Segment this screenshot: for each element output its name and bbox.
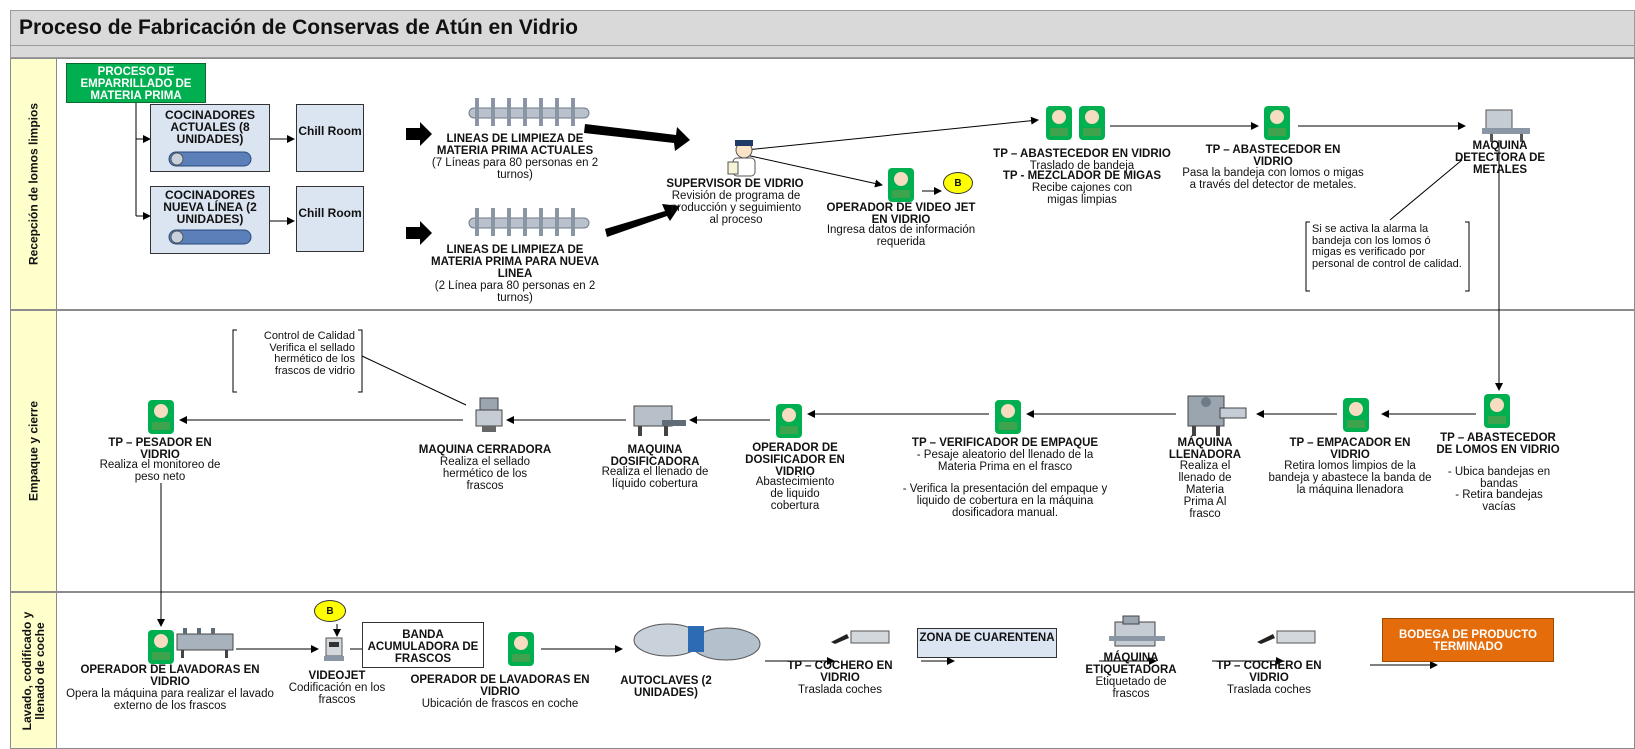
pesador-title: TP – PESADOR EN VIDRIO [108,437,212,461]
cookers-current-label: COCINADORES ACTUALES (8 UNIDADES) [164,108,255,146]
abastecedor2-title: TP – ABASTECEDOR EN VIDRIO [1205,144,1341,168]
zona-cuarentena-box: ZONA DE CUARENTENA [917,628,1057,658]
lane-label-lavado: Lavado, codificado y llenado de coche [10,592,57,749]
abastecedor1-title: TP – ABASTECEDOR EN VIDRIO [993,148,1171,160]
supervisor-desc: Revisión de programa de producción y seg… [670,190,802,226]
lane-recepcion [57,58,1635,310]
cochero1-desc: Traslada coches [798,684,882,696]
empacador-title: TP – EMPACADOR EN VIDRIO [1289,437,1411,461]
empacador-desc: Retira lomos limpios de la bandeja y aba… [1268,460,1432,496]
llenadora-title: MÁQUINA LLENADORA [1168,437,1242,461]
connector-b-marker: B [314,600,346,622]
autoclave-icon [633,623,761,661]
sealing-machine-icon [475,397,503,432]
cooker-icon [168,151,252,167]
lineas-nueva-desc: (2 Línea para 80 personas en 2 turnos) [434,280,596,304]
control-calidad-note: Control de Calidad Verifica el sellado h… [263,330,355,377]
washer-machine-icon [176,628,234,658]
llenadora-desc: Realiza el llenado de Materia Prima Al f… [1178,460,1232,520]
verificador-desc-2: - Verifica la presentación del empaque y… [902,483,1108,519]
op-lavadoras2-desc: Ubicación de frascos en coche [421,698,579,710]
worker-icon [1079,106,1105,140]
verificador-desc-1: - Pesaje aleatorio del llenado de la Mat… [916,449,1094,473]
worker-icon [995,400,1021,434]
detector-title: MAQUINA DETECTORA DE METALES [1454,140,1546,176]
worker-icon [888,168,914,202]
worker-icon [508,632,534,666]
abastecedor-lomos-desc-1: - Ubica bandejas en bandas [1447,466,1551,490]
supervisor-title: SUPERVISOR DE VIDRIO [666,178,804,190]
verificador-title: TP – VERIFICADOR DE EMPAQUE [911,437,1099,449]
videojet-desc: Codificación en los frascos [288,682,386,706]
lane-label-recepcion: Recepción de lomos limpios [10,58,57,310]
operador-video-title: OPERADOR DE VIDEO JET EN VIDRIO [826,202,976,226]
worker-icon [1264,106,1290,140]
page-title: Proceso de Fabricación de Conservas de A… [19,16,578,39]
op-dosificador-title: OPERADOR DE DOSIFICADOR EN VIDRIO [745,442,845,478]
chill-room-b: Chill Room [296,186,364,252]
mezclador-title: TP - MEZCLADOR DE MIGAS [1002,170,1162,182]
cart-icon [1257,630,1316,644]
worker-icon [148,630,174,664]
videojet-title: VIDEOJET [308,670,366,682]
operador-video-desc: Ingresa datos de información requerida [826,224,976,248]
worker-icon [776,404,802,438]
worker-icon [1343,398,1369,432]
cleaning-line-icon [468,98,590,126]
supervisor-icon [727,140,756,177]
cooker-icon [168,229,252,245]
cart-icon [831,630,890,644]
banda-acumuladora-box: BANDA ACUMULADORA DE FRASCOS [362,622,484,668]
dosificadora-title: MAQUINA DOSIFICADORA [610,444,700,468]
start-process-box: PROCESO DE EMPARRILLADO DE MATERIA PRIMA [66,63,206,103]
dosing-machine-icon [633,405,686,436]
etiquetadora-title: MÁQUINA ETIQUETADORA [1085,652,1177,676]
title-bar: Proceso de Fabricación de Conservas de A… [10,10,1635,46]
lavadoras-desc: Opera la máquina para realizar el lavado… [66,688,274,712]
cleaning-line-icon [468,208,590,236]
pesador-desc: Realiza el monitoreo de peso neto [99,459,221,483]
worker-icon [1484,394,1510,428]
cerradora-desc: Realiza el sellado hermético de los fras… [439,456,531,492]
cochero2-desc: Traslada coches [1227,684,1311,696]
bodega-box: BODEGA DE PRODUCTO TERMINADO [1382,618,1554,662]
op-dosificador-desc: Abastecimiento de liquido cobertura [755,476,835,512]
cookers-new-label: COCINADORES NUEVA LÍNEA (2 UNIDADES) [163,188,257,226]
filling-machine-icon [1187,395,1247,436]
lane-empaque [57,310,1635,592]
cerradora-title: MAQUINA CERRADORA [418,444,552,456]
dosificadora-desc: Realiza el llenado de líquido cobertura [601,466,709,490]
lineas-nueva-title: LINEAS DE LIMPIEZA DE MATERIA PRIMA PARA… [430,244,600,280]
cookers-current-box: COCINADORES ACTUALES (8 UNIDADES) [150,104,270,172]
lavadoras-title: OPERADOR DE LAVADORAS EN VIDRIO [80,664,260,688]
alarm-note: Si se activa la alarma la bandeja con lo… [1312,223,1462,270]
abastecedor2-desc: Pasa la bandeja con lomos o migas a trav… [1182,167,1364,191]
cochero2-title: TP – COCHERO EN VIDRIO [1216,660,1322,684]
metal-detector-icon [1482,109,1530,142]
autoclaves-title: AUTOCLAVES (2 UNIDADES) [620,675,712,699]
lineas-actuales-desc: (7 Líneas para 80 personas en 2 turnos) [431,157,599,181]
cookers-new-box: COCINADORES NUEVA LÍNEA (2 UNIDADES) [150,186,270,254]
mezclador-desc: Recibe cajones con migas limpias [1031,182,1133,206]
worker-icon [148,400,174,434]
abastecedor-lomos-title: TP – ABASTECEDOR DE LOMOS EN VIDRIO [1436,432,1560,456]
labeling-machine-icon [1109,615,1165,647]
connector-b-marker: B [943,172,973,194]
lineas-actuales-title: LINEAS DE LIMPIEZA DE MATERIA PRIMA ACTU… [436,133,594,157]
abastecedor1-desc: Traslado de bandeja [1029,160,1135,172]
etiquetadora-desc: Etiquetado de frascos [1095,676,1167,700]
videojet-printer-icon [324,637,344,661]
chill-room-a: Chill Room [296,104,364,172]
lane-label-empaque: Empaque y cierre [10,310,57,592]
abastecedor-lomos-desc-2: - Retira bandejas vacías [1455,489,1543,513]
op-lavadoras2-title: OPERADOR DE LAVADORAS EN VIDRIO [410,674,590,698]
worker-icon [1046,106,1072,140]
cochero1-title: TP – COCHERO EN VIDRIO [787,660,893,684]
